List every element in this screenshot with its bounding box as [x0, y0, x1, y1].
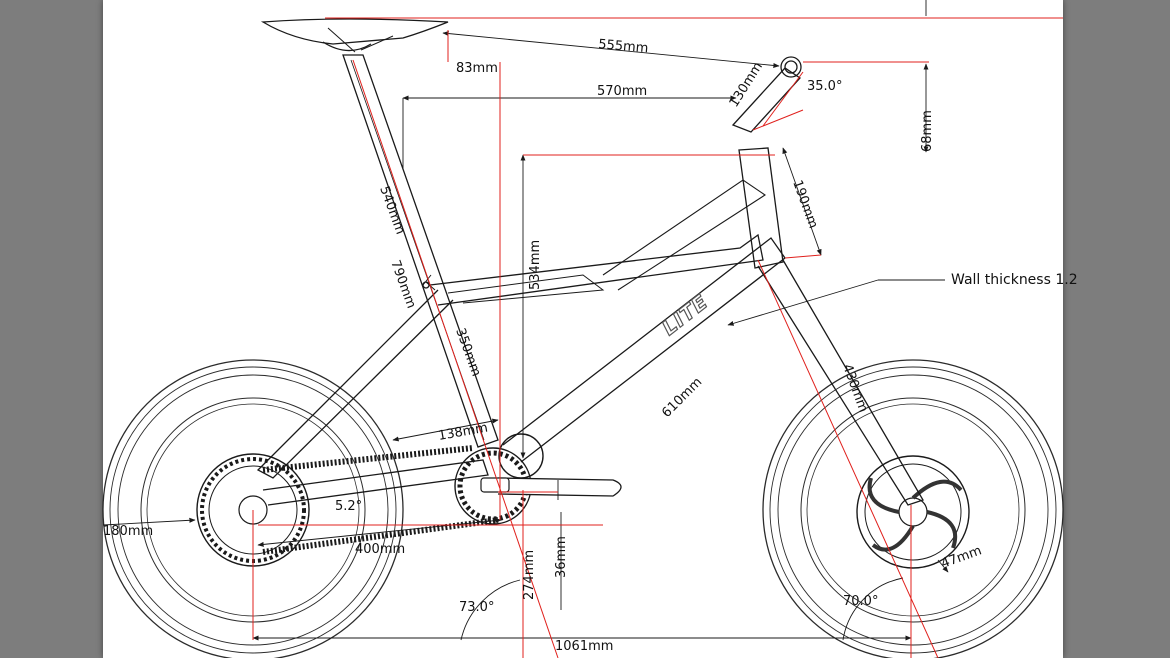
belt-drive	[262, 433, 622, 555]
dim-top-tube: 570mm	[597, 84, 647, 99]
dim-head-angle: 70.0°	[843, 594, 878, 609]
reference-lines-red	[252, 17, 1063, 658]
dim-seat-angle: 73.0°	[459, 600, 494, 615]
wall-thickness-note: Wall thickness 1.2	[951, 272, 1078, 288]
disc-rotors	[196, 453, 970, 569]
bike-geometry-drawing: LITE	[102, 0, 1078, 658]
dim-seat-tube-short: 350mm	[452, 326, 483, 378]
dim-chainline: 138mm	[437, 420, 489, 443]
dim-bar-drop: 68mm	[920, 110, 935, 152]
dim-saddle-to-bar: 555mm	[598, 37, 649, 56]
dimension-lines	[102, 0, 949, 641]
dim-wheelbase: 1061mm	[555, 639, 613, 654]
saddle	[260, 18, 449, 53]
dim-saddle-setback: 83mm	[456, 61, 498, 76]
dim-bb-height: 274mm	[522, 550, 537, 600]
dim-rear-rotor: 180mm	[103, 524, 153, 539]
front-rotor-disc	[856, 455, 970, 569]
dim-bb-drop: 36mm	[554, 536, 569, 578]
dim-seatpost: 540mm	[376, 184, 407, 236]
dim-head-tube: 190mm	[789, 178, 820, 230]
dimension-labels: 555mm 83mm 570mm 130mm 35.0° 68mm 190mm …	[103, 37, 1078, 654]
dim-fork-length: 430mm	[839, 362, 870, 414]
dim-down-tube: 610mm	[659, 375, 705, 421]
front-wheel	[762, 359, 1064, 658]
dim-stem-angle: 35.0°	[807, 79, 842, 94]
dim-chainstay: 400mm	[355, 542, 405, 557]
dim-stack: 534mm	[528, 240, 543, 290]
dim-chainstay-angle: 5.2°	[335, 499, 362, 514]
drawing-sheet: LITE	[102, 0, 1078, 658]
brand-logo: LITE	[657, 289, 712, 340]
frame	[256, 54, 924, 506]
dim-stem-length: 130mm	[727, 60, 766, 110]
dim-seat-tube: 790mm	[387, 258, 418, 310]
wheels	[102, 359, 1064, 658]
